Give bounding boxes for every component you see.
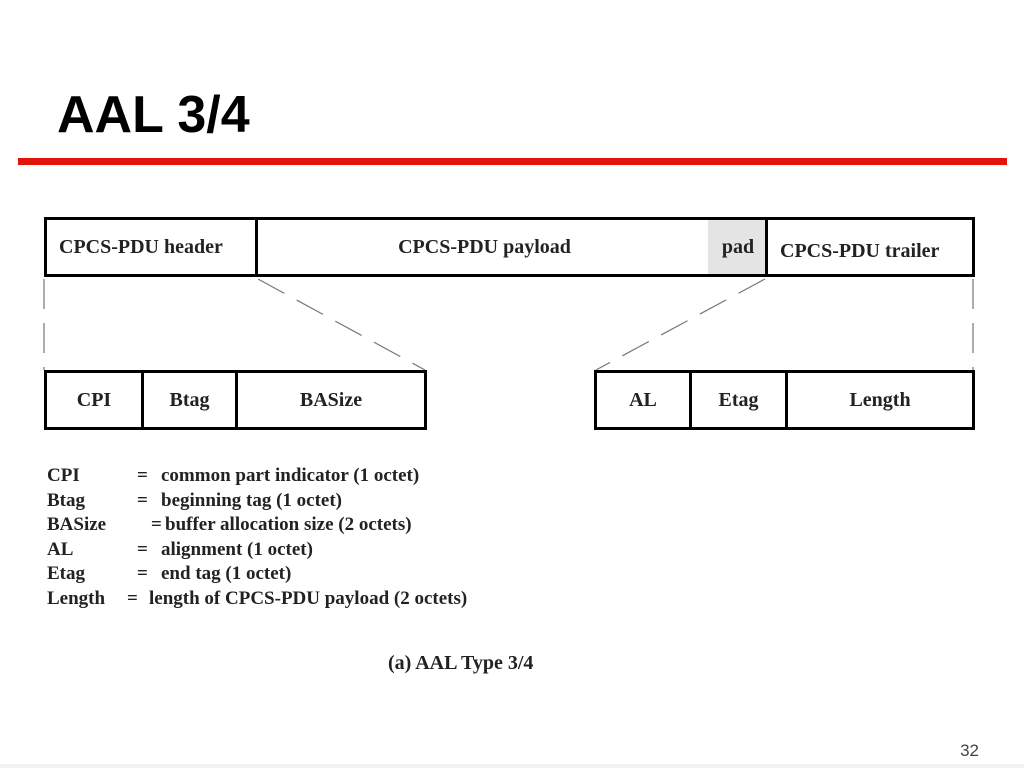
basize-field: BASize xyxy=(235,370,427,430)
field-legend: CPI = common part indicator (1 octet) Bt… xyxy=(47,464,467,611)
cpcs-pdu-trailer-field: CPCS-PDU trailer xyxy=(765,217,975,277)
pad-label: pad xyxy=(721,235,755,258)
btag-field: Btag xyxy=(141,370,238,430)
length-field: Length xyxy=(785,370,975,430)
legend-equals: = xyxy=(137,538,148,560)
btag-label: Btag xyxy=(169,388,210,411)
al-label: AL xyxy=(629,388,657,411)
title-underline xyxy=(18,158,1007,165)
legend-equals: = xyxy=(127,587,138,609)
legend-term: BASize xyxy=(47,514,107,535)
cpcs-pdu-payload-label: CPCS-PDU payload xyxy=(398,235,571,258)
cpi-field: CPI xyxy=(44,370,144,430)
legend-term: AL xyxy=(47,538,74,560)
legend-row-etag: Etag = end tag (1 octet) xyxy=(47,562,467,587)
legend-row-cpi: CPI = common part indicator (1 octet) xyxy=(47,464,467,489)
slide-title: AAL 3/4 xyxy=(57,86,250,144)
trailer-left-connector xyxy=(595,278,766,371)
legend-term: CPI xyxy=(47,465,80,486)
legend-equals: = xyxy=(137,489,148,511)
legend-description: alignment (1 octet) xyxy=(161,538,313,560)
legend-description: beginning tag (1 octet) xyxy=(161,489,343,511)
pad-field: pad xyxy=(708,217,768,277)
cpcs-pdu-header-label: CPCS-PDU header xyxy=(59,235,223,258)
legend-row-basize: BASize = buffer allocation size (2 octet… xyxy=(47,513,467,538)
legend-description: end tag (1 octet) xyxy=(161,563,292,584)
length-label: Length xyxy=(849,388,911,411)
cpi-label: CPI xyxy=(76,388,112,411)
cpcs-pdu-payload-field: CPCS-PDU payload xyxy=(255,217,711,277)
legend-equals: = xyxy=(137,465,148,486)
footer-band xyxy=(0,764,1024,768)
figure-caption: (a) AAL Type 3/4 xyxy=(388,652,534,674)
page-number: 32 xyxy=(960,741,979,760)
legend-term: Etag xyxy=(47,563,85,584)
legend-equals: = xyxy=(137,563,148,584)
legend-row-length: Length = length of CPCS-PDU payload (2 o… xyxy=(47,587,467,612)
legend-term: Length xyxy=(47,587,106,609)
legend-equals: = xyxy=(151,514,162,535)
legend-row-btag: Btag = beginning tag (1 octet) xyxy=(47,489,467,514)
legend-description: length of CPCS-PDU payload (2 octets) xyxy=(149,587,468,609)
etag-field: Etag xyxy=(689,370,788,430)
header-right-connector xyxy=(257,278,426,371)
legend-description: buffer allocation size (2 octets) xyxy=(165,514,412,535)
al-field: AL xyxy=(594,370,692,430)
cpcs-pdu-header-field: CPCS-PDU header xyxy=(44,217,258,277)
basize-label: BASize xyxy=(299,388,363,411)
cpcs-pdu-trailer-label: CPCS-PDU trailer xyxy=(780,239,940,262)
legend-description: common part indicator (1 octet) xyxy=(161,465,420,486)
etag-label: Etag xyxy=(718,388,759,411)
legend-term: Btag xyxy=(47,489,85,511)
legend-row-al: AL = alignment (1 octet) xyxy=(47,538,467,563)
